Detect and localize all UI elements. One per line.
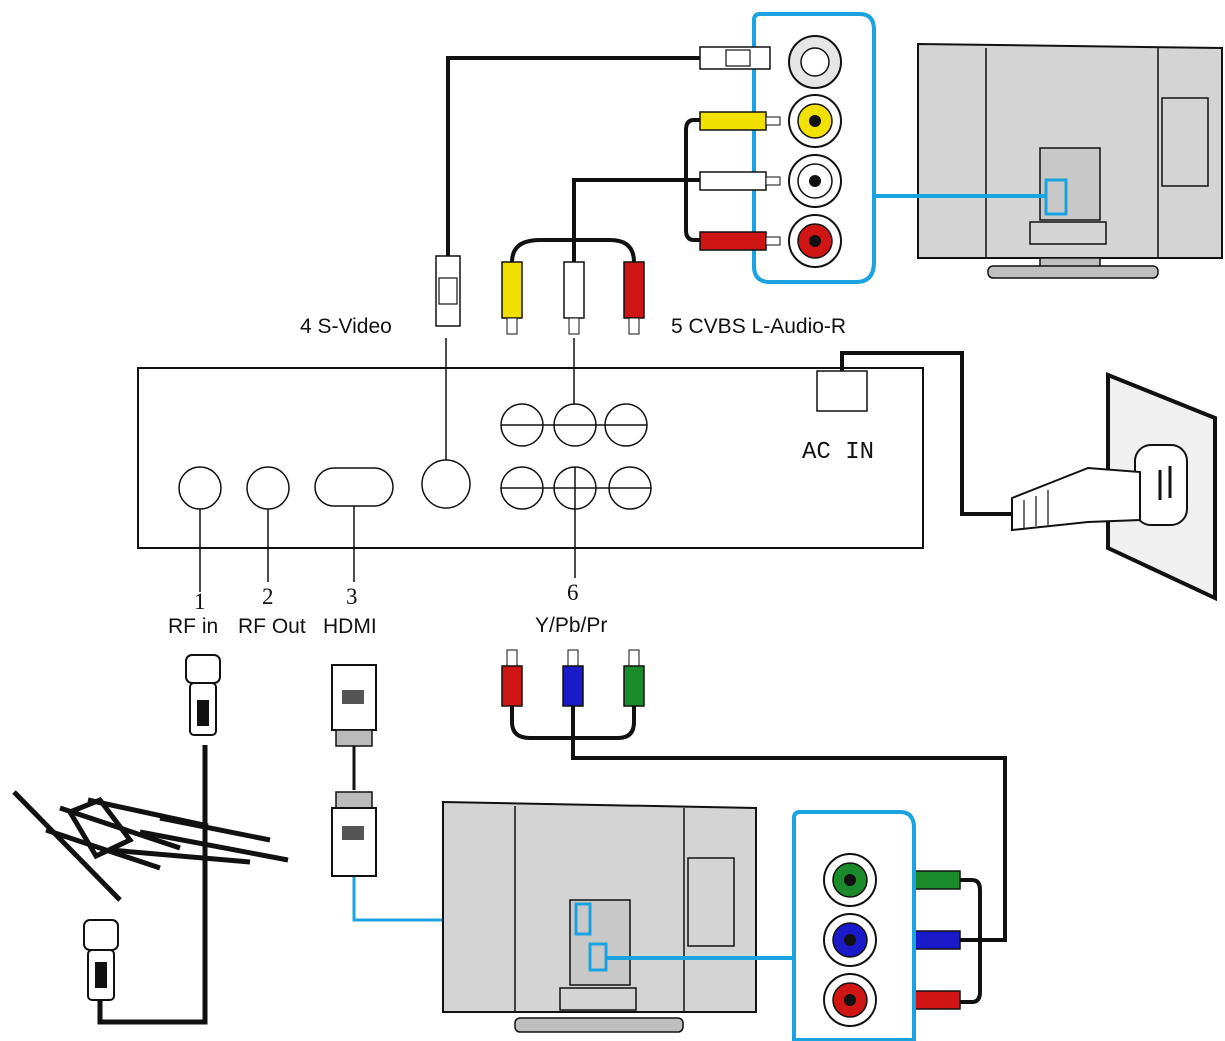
power-plug-icon [1011, 466, 1141, 532]
tv-icon [917, 42, 1223, 279]
label-port6-name: Y/Pb/Pr [535, 614, 607, 637]
coax-plug-icon [185, 654, 221, 736]
antenna-icon [12, 790, 289, 902]
label-port2-name: RF Out [238, 615, 306, 638]
hdmi-cable [331, 664, 585, 922]
label-ac-in: AC IN [802, 439, 874, 466]
svideo-cable [435, 46, 771, 327]
tv-input-panel-bottom [792, 810, 916, 1041]
port-cvbs-row [500, 403, 648, 447]
port-ac-in [816, 370, 868, 412]
rca-plug-icon [699, 111, 781, 131]
port-svideo [421, 459, 471, 509]
label-port1-name: RF in [168, 615, 218, 638]
rf-cable [83, 654, 221, 1025]
rca-plug-icon [699, 171, 781, 191]
rca-plug-icon [623, 649, 645, 707]
rca-plug-icon [623, 261, 645, 335]
rca-plug-icon [563, 261, 585, 335]
rca-plug-icon [562, 649, 584, 707]
power-cable [840, 351, 1030, 516]
hdmi-plug-icon [331, 664, 377, 747]
port-rf-in [178, 466, 222, 510]
rca-plug-icon [501, 649, 523, 707]
receiver-back-panel: AC IN [137, 338, 924, 592]
cvbs-cable [501, 111, 781, 335]
tv-icon [442, 800, 757, 1033]
port-hdmi [314, 467, 394, 507]
svideo-plug-icon [435, 255, 461, 327]
label-port6-number: 6 [567, 580, 579, 605]
rca-plug-icon [501, 261, 523, 335]
port-ypbpr-row [500, 466, 652, 510]
port-rf-out [246, 466, 290, 510]
hdmi-plug-icon [331, 791, 377, 877]
label-cvbs: 5 CVBS L-Audio-R [671, 315, 846, 338]
tv-input-panel-top [752, 12, 1046, 284]
label-svideo: 4 S-Video [300, 315, 392, 338]
svideo-plug-icon [699, 46, 771, 70]
coax-plug-icon [83, 919, 119, 1001]
label-port2-number: 2 [262, 584, 274, 609]
label-port3-number: 3 [346, 584, 358, 609]
rca-plug-icon [699, 231, 781, 251]
label-port3-name: HDMI [323, 615, 377, 638]
label-port1-number: 1 [194, 589, 206, 614]
